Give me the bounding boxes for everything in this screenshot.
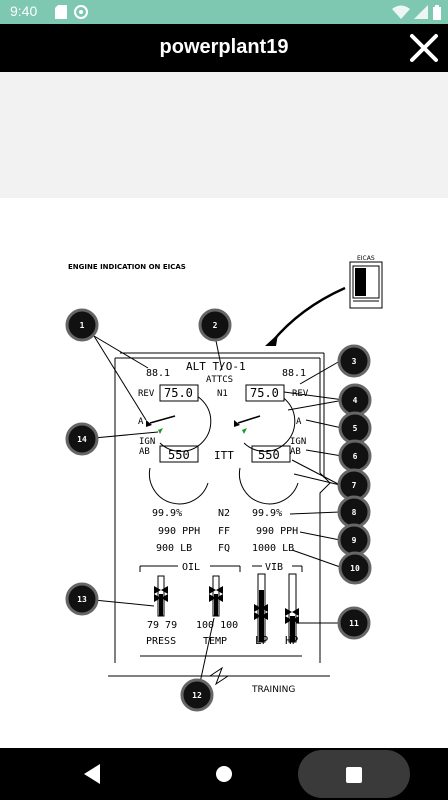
a-left: A <box>138 417 144 427</box>
cell-signal-icon <box>414 5 428 19</box>
itt-gauge-right <box>238 467 299 505</box>
svg-text:13: 13 <box>77 595 87 604</box>
svg-text:6: 6 <box>353 452 358 461</box>
itt-left-value: 550 <box>168 448 190 462</box>
oil-press-gauge <box>154 575 168 617</box>
status-bar: 9:40 <box>0 0 448 24</box>
oil-temp-gauge <box>209 575 223 617</box>
callout-6: 6 <box>338 439 372 473</box>
n2-left: 99.9% <box>152 508 182 519</box>
training-label: TRAINING <box>251 685 295 695</box>
sd-card-icon <box>55 5 67 19</box>
callout-14: 14 <box>65 422 99 456</box>
eicas-panel-icon <box>349 261 383 309</box>
sync-icon <box>74 5 88 19</box>
callout-leaders <box>93 335 345 693</box>
attcs-label: ATTCS <box>206 375 233 385</box>
recents-icon[interactable] <box>346 767 362 783</box>
oil-vib-frame <box>139 565 303 572</box>
n1-right-box: 75.0 <box>250 386 279 400</box>
n1-right-value: 88.1 <box>282 368 306 379</box>
n1-left-box: 75.0 <box>164 386 193 400</box>
itt-left-box <box>159 445 199 463</box>
engine-indication-diagram: ENGINE INDICATION ON EICAS EICAS <box>65 255 383 712</box>
vib-lp-gauge <box>254 573 268 643</box>
lp-label: LP <box>255 634 269 647</box>
itt-right-value: 550 <box>258 448 280 462</box>
status-time: 9:40 <box>10 3 38 19</box>
hp-label: HP <box>285 634 299 647</box>
ff-right: 990 PPH <box>256 526 298 537</box>
callout-10: 10 <box>338 551 372 585</box>
eicas-pointer-arrow <box>271 286 346 343</box>
back-icon[interactable] <box>84 764 102 784</box>
ign-right: IGN <box>290 437 306 447</box>
itt-right-box <box>251 445 291 463</box>
svg-text:9: 9 <box>352 536 357 545</box>
n1-label: N1 <box>217 389 228 399</box>
n2-right: 99.9% <box>252 508 282 519</box>
callout-8: 8 <box>337 495 371 529</box>
ign-left: IGN <box>139 437 155 447</box>
vib-hp-gauge <box>285 573 299 643</box>
callout-13: 13 <box>65 582 99 616</box>
fq-right: 1000 LB <box>252 543 294 554</box>
alt-mode: ALT T/O-1 <box>186 360 246 373</box>
rev-left: REV <box>138 389 155 399</box>
fq-left: 900 LB <box>156 543 192 554</box>
n1-gauge-right <box>237 384 296 452</box>
svg-text:11: 11 <box>349 619 359 628</box>
svg-text:7: 7 <box>352 481 357 490</box>
svg-text:3: 3 <box>352 357 357 366</box>
wifi-icon <box>392 5 410 19</box>
app-title: powerplant19 <box>159 36 289 58</box>
ab-right: AB <box>290 447 301 457</box>
vib-label: VIB <box>265 562 283 573</box>
navigation-bar <box>0 748 448 800</box>
recents-pill[interactable] <box>298 750 410 798</box>
callout-2: 2 <box>198 308 232 342</box>
document-page: ENGINE INDICATION ON EICAS EICAS <box>0 198 448 763</box>
svg-text:12: 12 <box>192 691 202 700</box>
a-right: A <box>296 417 302 427</box>
press-value: 79 79 <box>147 620 177 631</box>
callout-9: 9 <box>337 523 371 557</box>
n1-gauge-left <box>149 384 212 452</box>
itt-gauge-left <box>148 467 209 505</box>
svg-text:1: 1 <box>80 321 85 330</box>
n2-label: N2 <box>218 508 230 519</box>
callouts: 1 2 3 4 5 6 7 8 9 10 11 12 13 14 <box>65 308 372 712</box>
svg-text:4: 4 <box>353 396 358 405</box>
svg-text:14: 14 <box>77 435 87 444</box>
callout-3: 3 <box>337 344 371 378</box>
home-icon[interactable] <box>215 765 233 783</box>
app-bar: powerplant19 <box>0 24 448 72</box>
callout-12: 12 <box>180 678 214 712</box>
callout-4: 4 <box>338 383 372 417</box>
ab-left: AB <box>139 447 150 457</box>
callout-5: 5 <box>338 411 372 445</box>
callout-11: 11 <box>337 606 371 640</box>
n1-left-value: 88.1 <box>146 368 170 379</box>
ff-label: FF <box>218 526 230 537</box>
svg-text:8: 8 <box>352 508 357 517</box>
document-viewer[interactable]: ENGINE INDICATION ON EICAS EICAS <box>0 72 448 763</box>
itt-label: ITT <box>214 449 234 462</box>
ff-left: 990 PPH <box>158 526 200 537</box>
fq-label: FQ <box>218 543 230 554</box>
temp-value: 100 100 <box>196 620 238 631</box>
eicas-label: EICAS <box>357 255 375 262</box>
svg-text:5: 5 <box>353 424 358 433</box>
display-frame <box>108 352 331 686</box>
press-label: PRESS <box>146 636 176 647</box>
temp-label: TEMP <box>203 636 227 647</box>
svg-text:2: 2 <box>213 321 218 330</box>
diagram-heading: ENGINE INDICATION ON EICAS <box>68 263 186 271</box>
battery-icon <box>433 5 441 20</box>
svg-text:10: 10 <box>350 564 360 573</box>
callout-1: 1 <box>65 308 99 342</box>
close-icon[interactable] <box>406 30 442 66</box>
oil-label: OIL <box>182 562 200 573</box>
